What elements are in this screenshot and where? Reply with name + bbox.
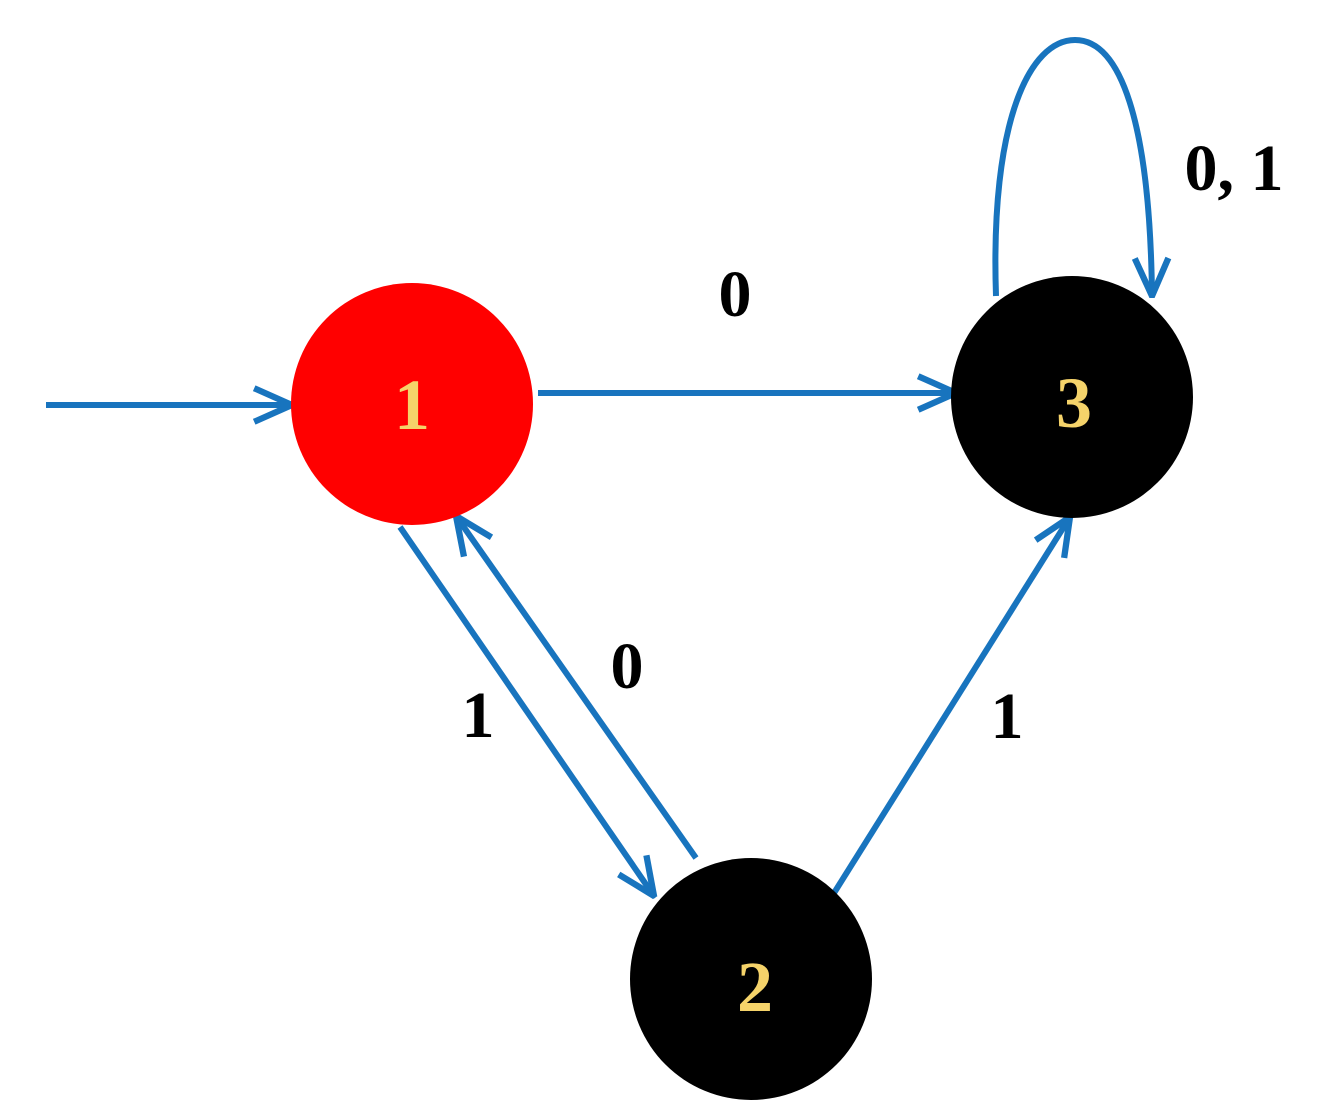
- edge-3-self-loop: [992, 36, 1152, 296]
- edge-2-to-1: [456, 516, 699, 860]
- state-3: 3: [951, 276, 1193, 518]
- state-1-circle: [291, 283, 533, 525]
- state-3-circle: [951, 276, 1193, 518]
- edge-2-to-3: [831, 517, 1070, 895]
- state-3-label: 3: [1056, 363, 1092, 443]
- state-2-circle: [630, 858, 872, 1100]
- state-2: 2: [630, 858, 872, 1100]
- edge-1-to-2: [397, 525, 654, 896]
- edge-label-2-to-3: 1: [991, 680, 1024, 753]
- edge-label-1-to-3: 0: [719, 258, 752, 331]
- state-2-label: 2: [737, 947, 773, 1027]
- state-1-label: 1: [394, 365, 430, 445]
- state-1: 1: [291, 283, 533, 525]
- edge-label-2-to-1: 0: [611, 630, 644, 703]
- edge-label-1-to-2: 1: [462, 679, 495, 752]
- edge-label-3-self-loop: 0, 1: [1185, 132, 1284, 205]
